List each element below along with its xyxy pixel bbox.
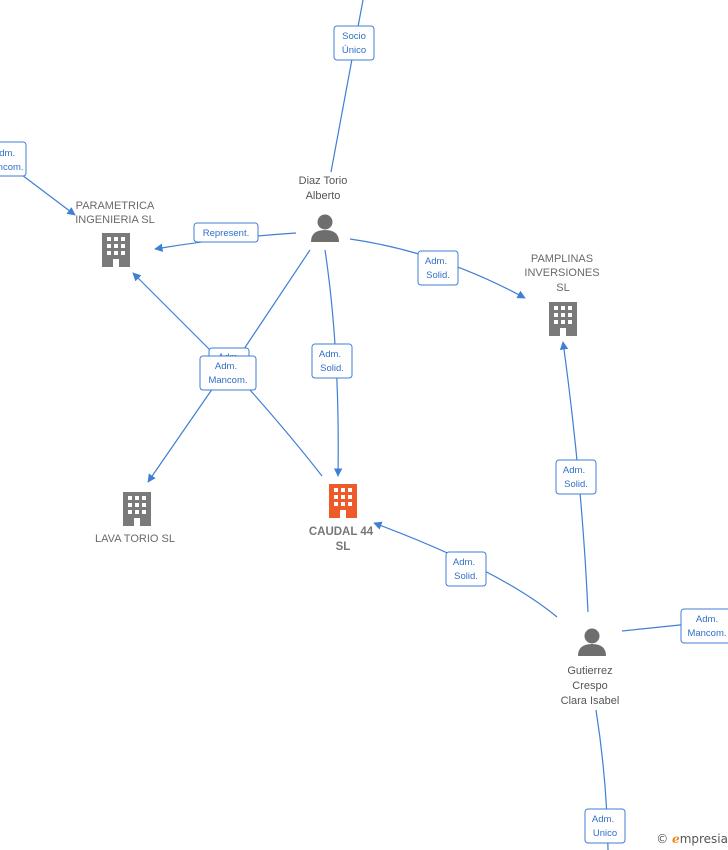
copyright-icon: © [656, 832, 669, 846]
node-label-line: INVERSIONES [524, 267, 599, 279]
edge-mancom-lava [147, 384, 216, 483]
edge-label-represent[interactable]: Represent. [193, 222, 259, 243]
edge-diaz-to-center [239, 249, 311, 356]
node-label-line: Gutierrez [567, 665, 612, 677]
edge-label-socio-unico[interactable]: Socio Único [333, 25, 375, 61]
edge-label-line: Solid. [564, 479, 588, 490]
edge-label-line: Único [342, 45, 366, 56]
node-label-line: Diaz Torio [299, 175, 348, 187]
edge-label-line: Adm. [592, 814, 614, 825]
node-label-line: SL [336, 541, 351, 553]
node-company-caudal-44[interactable]: CAUDAL 44 SL [309, 484, 374, 553]
node-label-line: INGENIERIA SL [75, 214, 154, 226]
building-icon [102, 233, 130, 267]
edge-adm-mancom-topleft [21, 174, 76, 216]
person-icon [311, 214, 339, 242]
node-label-line: PAMPLINAS [531, 253, 593, 265]
node-label-line: PARAMETRICA [76, 200, 155, 212]
node-person-diaz-torio[interactable]: Diaz Torio Alberto [299, 175, 348, 242]
brand-name: mpresia [679, 832, 728, 846]
node-company-parametrica[interactable]: PARAMETRICA INGENIERIA SL [75, 200, 155, 267]
edge-label-line: Represent. [203, 228, 249, 239]
node-company-lava-torio[interactable]: LAVA TORIO SL [95, 492, 175, 545]
edge-label-gut-caudal[interactable]: Adm. Solid. [445, 551, 487, 587]
node-label-line: SL [556, 282, 569, 294]
edge-label-line: Mancom. [687, 628, 726, 639]
person-icon [578, 628, 606, 656]
edge-label-line: Adm. [215, 361, 237, 372]
edge-label-line: Adm. [453, 557, 475, 568]
edge-label-gut-pamplinas[interactable]: Adm. Solid. [555, 459, 597, 495]
node-label-line: Clara Isabel [561, 695, 620, 707]
edge-label-gut-bottom[interactable]: Adm. Unico [584, 808, 626, 844]
edge-label-line: Socio [342, 31, 366, 42]
edge-label-line: Solid. [454, 571, 478, 582]
edge-label-line: Adm. [425, 256, 447, 267]
edge-label-adm-mancom-topleft[interactable]: Adm. Mancom. [0, 141, 27, 177]
brand-watermark: © empresia [656, 832, 728, 846]
edge-label-line: Adm. [563, 465, 585, 476]
node-label-line: Alberto [306, 190, 341, 202]
edge-label-line: Solid. [320, 363, 344, 374]
edge-label-line: Adm. [319, 349, 341, 360]
edge-label-line: Solid. [426, 270, 450, 281]
edge-adm-back-parametrica [132, 272, 216, 356]
edge-label-gut-right[interactable]: Adm. Mancom. [680, 608, 728, 644]
edge-label-line: Unico [593, 828, 617, 839]
node-company-pamplinas[interactable]: PAMPLINAS INVERSIONES SL [524, 253, 600, 336]
edge-label-line: Mancom. [208, 375, 247, 386]
edge-label-line: Mancom. [0, 162, 24, 173]
edge-label-adm-mancom[interactable]: Adm. Mancom. [199, 355, 257, 391]
edge-label-adm-solid-caudal[interactable]: Adm. Solid. [311, 343, 353, 379]
brand-logo-letter: e [672, 832, 680, 846]
edge-mancom-caudal [249, 389, 323, 477]
edge-label-line: Adm. [0, 148, 15, 159]
node-label-line: Crespo [572, 680, 607, 692]
building-icon [549, 302, 577, 336]
building-icon [329, 484, 357, 518]
edge-label-line: Adm. [696, 614, 718, 625]
edge-label-adm-solid-pamplinas[interactable]: Adm. Solid. [417, 250, 459, 286]
node-label-line: LAVA TORIO SL [95, 533, 175, 545]
building-icon [123, 492, 151, 526]
node-person-gutierrez[interactable]: Gutierrez Crespo Clara Isabel [561, 628, 620, 708]
node-label-line: CAUDAL 44 [309, 526, 374, 538]
